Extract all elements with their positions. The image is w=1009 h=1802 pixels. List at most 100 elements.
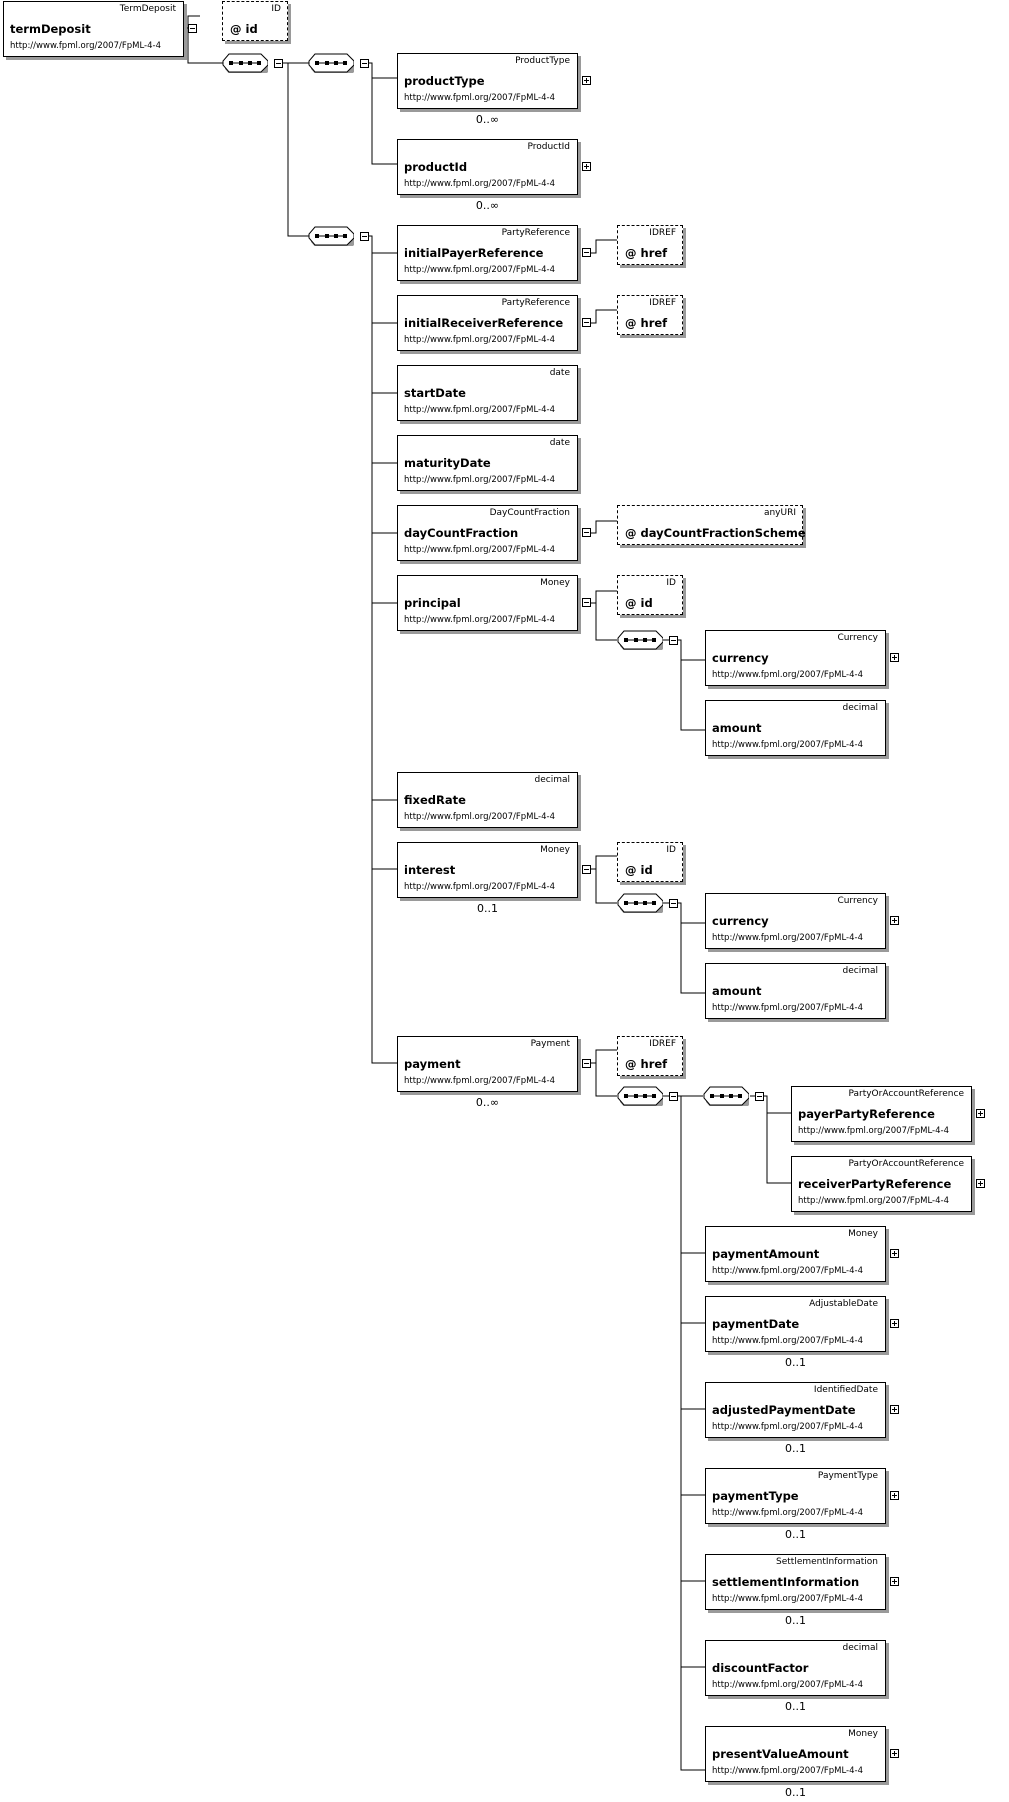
collapse-toggle-icon[interactable]	[274, 59, 283, 68]
expand-toggle-icon[interactable]	[890, 916, 899, 925]
sequence-compositor-icon[interactable]	[617, 893, 663, 913]
collapse-toggle-icon[interactable]	[669, 899, 678, 908]
collapse-toggle-icon[interactable]	[582, 1059, 591, 1068]
expand-toggle-icon[interactable]	[890, 1249, 899, 1258]
element-payment-date[interactable]: AdjustableDate paymentDate http://www.fpml…	[705, 1296, 886, 1352]
collapse-toggle-icon[interactable]	[188, 24, 197, 33]
attribute-box[interactable]: anyURI@ dayCountFractionScheme	[617, 505, 806, 545]
element-name: currency	[712, 914, 769, 928]
element-type-label: PartyReference	[501, 228, 570, 238]
element-name: adjustedPaymentDate	[712, 1403, 856, 1417]
attribute-box[interactable]: IDREF@ href	[617, 1036, 683, 1076]
element-name: maturityDate	[404, 456, 491, 470]
cardinality-label: 0..1	[785, 1614, 806, 1627]
element-name: startDate	[404, 386, 466, 400]
expand-toggle-icon[interactable]	[890, 1405, 899, 1414]
element-type-label: decimal	[842, 1643, 878, 1653]
element-name: interest	[404, 863, 456, 877]
attribute-box[interactable]: ID@ id	[617, 842, 683, 882]
element-name: settlementInformation	[712, 1575, 860, 1589]
sequence-compositor-icon[interactable]	[617, 1086, 663, 1106]
sequence-compositor-icon[interactable]	[308, 53, 354, 73]
sequence-compositor-icon[interactable]	[617, 630, 663, 650]
element-type-label: AdjustableDate	[809, 1299, 878, 1309]
expand-toggle-icon[interactable]	[890, 1319, 899, 1328]
element-type-label: PartyReference	[501, 298, 570, 308]
collapse-toggle-icon[interactable]	[582, 248, 591, 257]
collapse-toggle-icon[interactable]	[360, 59, 369, 68]
element-name: paymentAmount	[712, 1247, 820, 1261]
attribute-box[interactable]: ID@ id	[222, 1, 288, 41]
element-namespace: http://www.fpml.org/2007/FpML-4-4	[712, 1266, 864, 1276]
expand-toggle-icon[interactable]	[890, 1577, 899, 1586]
element-type-label: decimal	[534, 775, 570, 785]
element-name: amount	[712, 721, 762, 735]
attribute-box[interactable]: ID@ id	[617, 575, 683, 615]
cardinality-label: 0..1	[785, 1528, 806, 1541]
collapse-toggle-icon[interactable]	[755, 1092, 764, 1101]
element-name: termDeposit	[10, 22, 91, 36]
collapse-toggle-icon[interactable]	[669, 636, 678, 645]
element-name: paymentDate	[712, 1317, 800, 1331]
element-namespace: http://www.fpml.org/2007/FpML-4-4	[712, 1003, 864, 1013]
collapse-toggle-icon[interactable]	[582, 528, 591, 537]
sequence-compositor-icon[interactable]	[703, 1086, 749, 1106]
expand-toggle-icon[interactable]	[890, 653, 899, 662]
expand-toggle-icon[interactable]	[976, 1179, 985, 1188]
attribute-type-label: IDREF	[649, 1039, 676, 1049]
collapse-toggle-icon[interactable]	[360, 232, 369, 241]
attribute-box[interactable]: IDREF@ href	[617, 225, 683, 265]
expand-toggle-icon[interactable]	[582, 162, 591, 171]
element-type-label: ProductType	[515, 56, 570, 66]
collapse-toggle-icon[interactable]	[582, 318, 591, 327]
sequence-compositor-icon[interactable]	[308, 226, 354, 246]
collapse-toggle-icon[interactable]	[582, 865, 591, 874]
element-type-label: date	[549, 438, 570, 448]
element-type-label: Money	[540, 578, 570, 588]
cardinality-label: 0..∞	[475, 1096, 500, 1109]
expand-toggle-icon[interactable]	[976, 1109, 985, 1118]
collapse-toggle-icon[interactable]	[582, 598, 591, 607]
attribute-box[interactable]: IDREF@ href	[617, 295, 683, 335]
element-namespace: http://www.fpml.org/2007/FpML-4-4	[404, 335, 556, 345]
sequence-compositor-icon[interactable]	[222, 53, 268, 73]
element-namespace: http://www.fpml.org/2007/FpML-4-4	[712, 1336, 864, 1346]
element-name: initialReceiverReference	[404, 316, 564, 330]
expand-toggle-icon[interactable]	[890, 1749, 899, 1758]
attribute-type-label: anyURI	[763, 508, 796, 518]
expand-toggle-icon[interactable]	[890, 1491, 899, 1500]
element-settlement-information[interactable]: SettlementInformation settlementInformati…	[705, 1554, 886, 1610]
cardinality-label: 0..1	[785, 1786, 806, 1799]
element-name: payerPartyReference	[798, 1107, 935, 1121]
element-namespace: http://www.fpml.org/2007/FpML-4-4	[404, 882, 556, 892]
collapse-toggle-icon[interactable]	[669, 1092, 678, 1101]
expand-toggle-icon[interactable]	[582, 76, 591, 85]
element-type-label: DayCountFraction	[489, 508, 570, 518]
element-type-label: decimal	[842, 966, 878, 976]
element-type-label: SettlementInformation	[776, 1557, 878, 1567]
element-initial-receiver[interactable]: PartyReference initialReceiverReference ht…	[397, 295, 578, 351]
